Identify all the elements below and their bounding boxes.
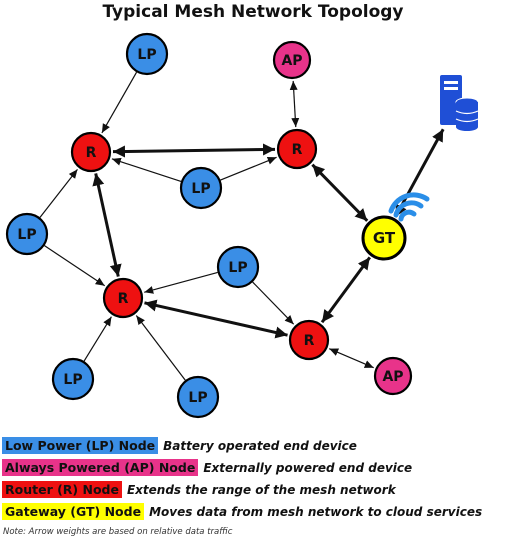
node-label-lp2: LP bbox=[191, 181, 210, 197]
node-label-r3: R bbox=[118, 291, 129, 307]
node-label-r1: R bbox=[86, 145, 97, 161]
edge-layer bbox=[39, 71, 445, 381]
edge-lp4-r3 bbox=[144, 271, 218, 294]
edge-lp2-r1 bbox=[111, 157, 182, 183]
node-ap1: AP bbox=[272, 40, 312, 80]
edge-lp2-r2 bbox=[220, 156, 277, 181]
legend-key-gateway: Gateway (GT) Node bbox=[2, 503, 145, 520]
node-circle-r3 bbox=[102, 277, 144, 319]
node-label-lp4: LP bbox=[228, 260, 247, 276]
node-label-lp3: LP bbox=[17, 227, 36, 243]
node-label-lp1: LP bbox=[137, 47, 156, 63]
legend-row-low-power: Low Power (LP) Node Battery operated end … bbox=[2, 435, 357, 454]
node-label-ap1: AP bbox=[281, 53, 302, 69]
node-label-lp6: LP bbox=[188, 390, 207, 406]
node-lp4: LP bbox=[216, 245, 260, 289]
node-lp5: LP bbox=[51, 357, 95, 401]
node-lp3: LP bbox=[5, 212, 49, 256]
node-circle-lp1 bbox=[125, 32, 169, 76]
legend-row-gateway: Gateway (GT) Node Moves data from mesh ne… bbox=[2, 501, 483, 520]
node-gt: GT bbox=[361, 215, 407, 261]
node-r1: R bbox=[70, 131, 112, 173]
wifi-icon bbox=[388, 192, 430, 222]
legend-key-low-power: Low Power (LP) Node bbox=[2, 437, 159, 454]
legend-desc-gateway: Moves data from mesh network to cloud se… bbox=[149, 505, 483, 519]
node-circle-lp5 bbox=[51, 357, 95, 401]
node-lp1: LP bbox=[125, 32, 169, 76]
node-lp6: LP bbox=[176, 375, 220, 419]
edge-lp3-r3 bbox=[44, 245, 106, 287]
node-r3: R bbox=[102, 277, 144, 319]
legend-row-router: Router (R) Node Extends the range of the … bbox=[2, 479, 396, 498]
edge-ap1-r2 bbox=[289, 80, 300, 128]
edge-r1-r3 bbox=[92, 173, 122, 277]
edge-r1-r2 bbox=[112, 143, 276, 158]
node-circle-lp4 bbox=[216, 245, 260, 289]
node-label-lp5: LP bbox=[63, 372, 82, 388]
node-lp2: LP bbox=[179, 166, 223, 210]
edge-lp6-r3 bbox=[135, 315, 186, 381]
node-circle-lp6 bbox=[176, 375, 220, 419]
diagram-title: Typical Mesh Network Topology bbox=[102, 2, 403, 22]
legend-desc-low-power: Battery operated end device bbox=[163, 439, 357, 453]
node-circle-lp2 bbox=[179, 166, 223, 210]
edge-lp1-r1 bbox=[101, 71, 138, 134]
node-circle-ap2 bbox=[373, 356, 413, 396]
edge-lp3-r1 bbox=[39, 168, 78, 218]
edge-r2-gt bbox=[311, 163, 369, 222]
edge-r4-gt bbox=[320, 256, 371, 324]
edge-r3-r4 bbox=[144, 299, 288, 339]
node-circle-r1 bbox=[70, 131, 112, 173]
edge-lp4-r4 bbox=[252, 281, 295, 325]
legend-row-always-powered: Always Powered (AP) Node Externally power… bbox=[2, 457, 413, 476]
server-icon bbox=[440, 75, 479, 131]
footnote: Note: Arrow weights are based on relativ… bbox=[3, 527, 233, 537]
node-ap2: AP bbox=[373, 356, 413, 396]
node-r4: R bbox=[288, 319, 330, 361]
node-label-r4: R bbox=[304, 333, 315, 349]
node-circle-gt bbox=[361, 215, 407, 261]
node-circle-ap1 bbox=[272, 40, 312, 80]
node-circle-lp3 bbox=[5, 212, 49, 256]
legend-key-router: Router (R) Node bbox=[2, 481, 122, 498]
node-label-r2: R bbox=[292, 142, 303, 158]
legend-key-always-powered: Always Powered (AP) Node bbox=[2, 459, 199, 476]
node-layer: LP AP R R LP LP GT LP R R AP LP LP bbox=[5, 32, 413, 419]
edge-ap2-r4 bbox=[328, 348, 374, 369]
legend-desc-always-powered: Externally powered end device bbox=[203, 461, 413, 475]
node-label-gt: GT bbox=[373, 229, 396, 247]
node-label-ap2: AP bbox=[382, 369, 403, 385]
node-circle-r4 bbox=[288, 319, 330, 361]
node-r2: R bbox=[276, 128, 318, 170]
legend-desc-router: Extends the range of the mesh network bbox=[126, 483, 396, 497]
edge-lp5-r3 bbox=[83, 316, 112, 362]
node-circle-r2 bbox=[276, 128, 318, 170]
